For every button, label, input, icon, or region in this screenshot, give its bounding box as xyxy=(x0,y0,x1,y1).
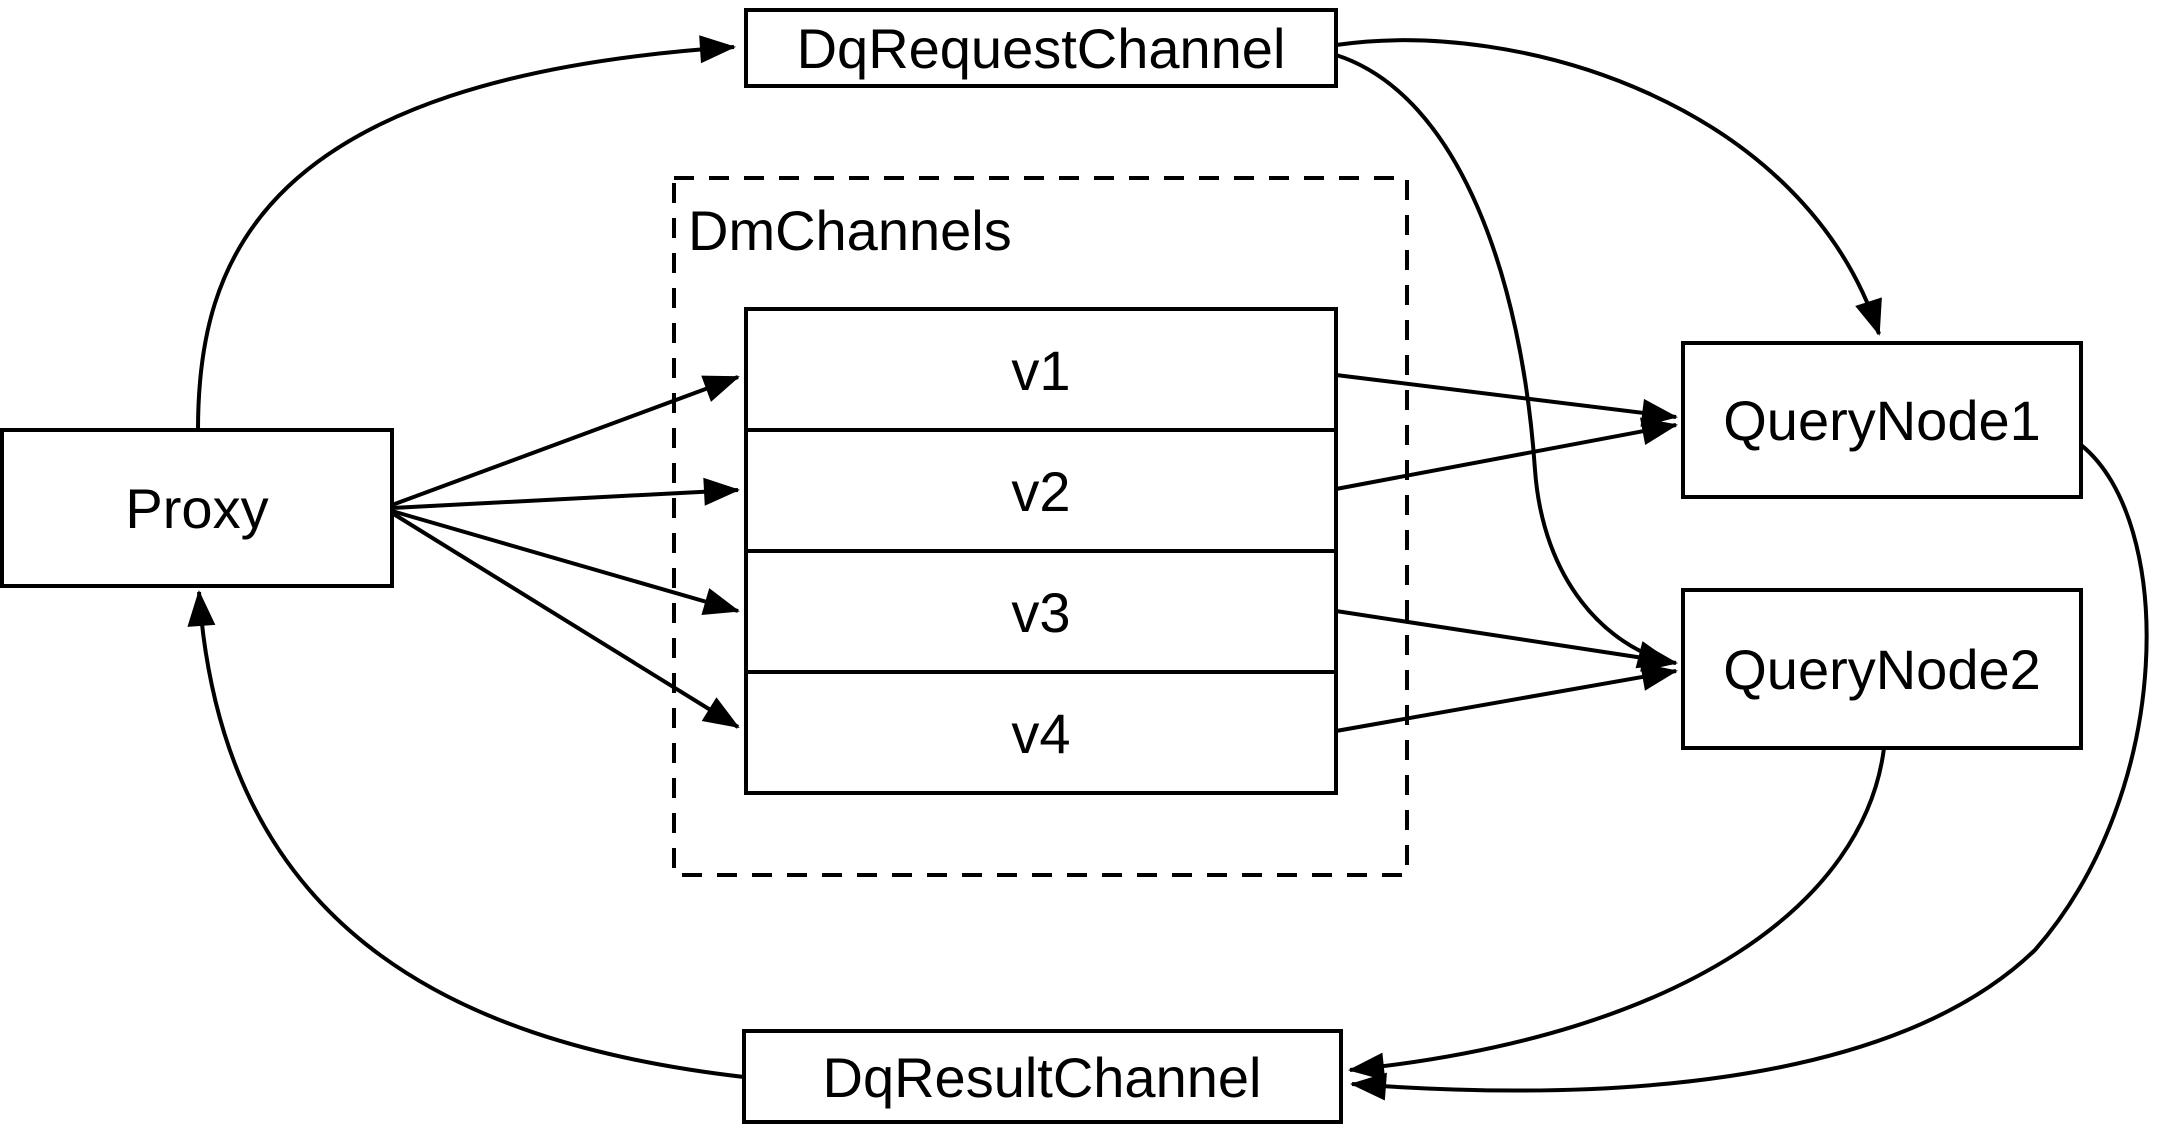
edge-proxy-to-channel-v3 xyxy=(391,509,740,616)
query-node-1-box xyxy=(1681,341,2083,499)
query-node-1-label: QueryNode1 xyxy=(1723,389,2041,452)
edge-query-node-2-to-dq-result-channel xyxy=(1348,747,1886,1081)
edge-dq-result-channel-to-proxy xyxy=(187,590,745,1079)
edge-channel-v1-to-query-node-1 xyxy=(1335,373,1678,427)
proxy-node-label: Proxy xyxy=(125,477,268,540)
query-node-1: QueryNode1 xyxy=(1681,341,2083,499)
query-node-2-box xyxy=(1681,588,2083,750)
edge-dq-request-channel-to-query-node-1 xyxy=(1335,38,1882,336)
dq-request-channel-label: DqRequestChannel xyxy=(797,17,1286,80)
proxy-node: Proxy xyxy=(0,428,394,588)
channel-row-v1-label: v1 xyxy=(1011,339,1070,402)
edge-dq-request-channel-to-query-node-2 xyxy=(1335,53,1674,669)
dm-channels-group-box xyxy=(672,176,1409,877)
edge-channel-v3-to-query-node-2 xyxy=(1335,609,1678,672)
edges-layer xyxy=(187,35,2149,1101)
channel-table: v1 v2 v3 v4 xyxy=(744,307,1338,795)
channel-row-v2-label: v2 xyxy=(1011,460,1070,523)
edge-channel-v4-to-query-node-2 xyxy=(1335,663,1678,733)
edge-proxy-to-channel-v4 xyxy=(390,511,740,729)
channel-row-v4-label: v4 xyxy=(1011,702,1070,765)
dq-result-channel-label: DqResultChannel xyxy=(823,1046,1262,1109)
edge-proxy-to-channel-v1 xyxy=(391,375,740,507)
proxy-node-box xyxy=(0,428,394,588)
dm-channels-group-label: DmChannels xyxy=(688,199,1012,262)
channel-row-v3-label: v3 xyxy=(1011,581,1070,644)
query-node-2: QueryNode2 xyxy=(1681,588,2083,750)
edge-query-node-1-to-dq-result-channel xyxy=(1350,443,2149,1101)
query-node-2-label: QueryNode2 xyxy=(1723,638,2041,701)
dm-channels-group: DmChannels xyxy=(672,176,1409,877)
dq-result-channel-box xyxy=(742,1029,1343,1124)
edge-proxy-to-dq-request-channel xyxy=(196,35,736,431)
dq-result-channel-node: DqResultChannel xyxy=(742,1029,1343,1124)
edge-channel-v2-to-query-node-1 xyxy=(1335,417,1678,491)
dq-request-channel-node: DqRequestChannel xyxy=(744,8,1338,88)
edge-proxy-to-channel-v2 xyxy=(391,477,740,510)
dq-request-channel-box xyxy=(744,8,1338,88)
